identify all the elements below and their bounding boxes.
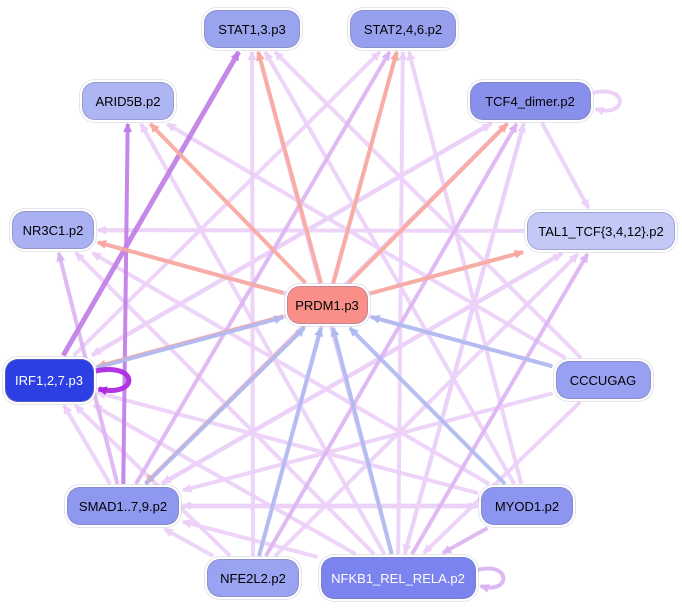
node-label: TCF4_dimer.p2 — [485, 93, 575, 109]
edge-NFE2L2-to-SMAD — [163, 527, 215, 558]
node-label: CCCUGAG — [569, 372, 637, 388]
edge-NFKB1-to-TAL1 — [410, 252, 590, 556]
node-prdm1[interactable]: PRDM1.p3 — [286, 286, 368, 324]
edge-TAL1-to-SMAD — [161, 251, 564, 485]
node-irf[interactable]: IRF1,2,7.p3 — [4, 358, 94, 402]
edge-NFKB1-to-SMAD — [181, 519, 319, 559]
edge-CCCUGAG-to-NFKB1 — [422, 400, 582, 555]
node-myod1[interactable]: MYOD1.p2 — [481, 487, 573, 525]
edge-SMAD-to-IRF — [62, 404, 112, 486]
edge-NFKB1-to-ARID5B — [139, 122, 387, 555]
edge-IRF-to-STAT13 — [61, 50, 241, 357]
edge-MYOD1-to-NFKB1 — [441, 526, 489, 555]
edge-TCF4-to-IRF — [91, 121, 493, 357]
node-label: NFE2L2.p2 — [220, 570, 286, 586]
node-nfe2l2[interactable]: NFE2L2.p2 — [207, 559, 299, 597]
edge-CCCUGAG-to-SMAD — [181, 391, 554, 493]
edge-NFE2L2-to-TCF4 — [264, 122, 519, 558]
edge-CCCUGAG-to-ARID5B — [166, 122, 567, 360]
node-arid5b[interactable]: ARID5B.p2 — [82, 82, 174, 120]
node-label: SMAD1..7,9.p2 — [78, 498, 168, 514]
edge-TCF4-to-TAL1 — [540, 122, 591, 210]
edge-SMAD-to-STAT246 — [134, 50, 392, 486]
node-label: NR3C1.p2 — [22, 222, 84, 238]
node-stat13[interactable]: STAT1,3.p3 — [204, 10, 300, 48]
edge-PRDM1-to-STAT13 — [256, 50, 323, 284]
edge-NFE2L2-to-STAT13 — [247, 50, 257, 557]
node-label: MYOD1.p2 — [494, 498, 560, 514]
node-nr3c1[interactable]: NR3C1.p2 — [12, 211, 94, 249]
node-label: STAT1,3.p3 — [218, 21, 286, 37]
edge-MYOD1-to-NR3C1 — [91, 251, 491, 486]
edge-PRDM1-to-TCF4 — [347, 122, 509, 285]
self-loop-TCF4 — [592, 89, 622, 116]
edge-CCCUGAG-to-PRDM1 — [370, 314, 554, 369]
node-label: PRDM1.p3 — [295, 297, 359, 313]
edge-PRDM1-to-NR3C1 — [96, 240, 285, 296]
node-label: TAL1_TCF{3,4,12}.p2 — [538, 223, 664, 239]
node-label: STAT2,4,6.p2 — [363, 21, 443, 37]
node-tal1[interactable]: TAL1_TCF{3,4,12}.p2 — [527, 212, 675, 250]
edge-IRF-to-PRDM1 — [95, 315, 284, 370]
edge-NFKB1-to-PRDM1 — [330, 326, 394, 555]
self-loop-NFKB1 — [476, 566, 506, 593]
edge-NFE2L2-to-IRF — [73, 404, 232, 558]
edge-PRDM1-to-ARID5B — [148, 122, 307, 285]
edge-MYOD1-to-PRDM1 — [348, 326, 507, 486]
node-label: NFKB1_REL_RELA.p2 — [331, 570, 465, 586]
edge-NFKB1-to-STAT246 — [396, 50, 408, 555]
edge-NFE2L2-to-PRDM1 — [257, 326, 323, 557]
edge-PRDM1-to-TAL1 — [369, 249, 525, 296]
node-nfkb1[interactable]: NFKB1_REL_RELA.p2 — [320, 557, 476, 599]
node-stat246[interactable]: STAT2,4,6.p2 — [350, 10, 456, 48]
self-loop-IRF — [95, 367, 132, 396]
edge-TCF4-to-NFKB1 — [402, 122, 526, 555]
node-cccugag[interactable]: CCCUGAG — [555, 361, 651, 399]
node-smad[interactable]: SMAD1..7,9.p2 — [67, 487, 179, 525]
edge-SMAD-to-PRDM1 — [144, 326, 306, 486]
node-label: ARID5B.p2 — [95, 93, 161, 109]
node-tcf4[interactable]: TCF4_dimer.p2 — [469, 82, 591, 120]
edge-SMAD-to-ARID5B — [121, 122, 133, 485]
node-label: IRF1,2,7.p3 — [15, 372, 83, 388]
edge-PRDM1-to-STAT246 — [331, 50, 399, 284]
